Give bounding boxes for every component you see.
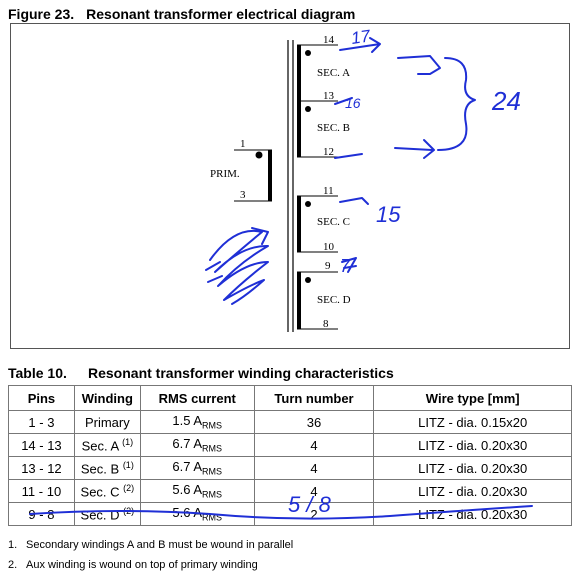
header-rms-current: RMS current	[139, 385, 255, 411]
cell-winding: Sec. D (2)	[73, 502, 141, 526]
cell-wire: LITZ - dia. 0.20x30	[373, 502, 572, 526]
cell-current: 5.6 ARMS	[139, 479, 255, 503]
cell-current: 6.7 ARMS	[139, 456, 255, 480]
hw-brace-ab	[437, 57, 476, 151]
figure-number: Figure 23.	[8, 6, 75, 22]
sec-a-pin-top: 14	[323, 34, 335, 46]
sec-c-pin-bottom: 10	[323, 241, 335, 253]
table-title: Table 10. Resonant transformer winding ch…	[8, 365, 394, 381]
hw-mark-sec-d	[341, 257, 357, 273]
cell-turns: 2	[253, 502, 375, 526]
hw-arrow-sec-a	[339, 37, 381, 53]
table-row: 11 - 10 Sec. C (2) 5.6 ARMS 4 LITZ - dia…	[8, 479, 572, 503]
cell-pins: 9 - 8	[8, 502, 75, 526]
cell-wire: LITZ - dia. 0.20x30	[373, 433, 572, 457]
hw-scribble	[205, 227, 269, 305]
cell-pins: 14 - 13	[8, 433, 75, 457]
sec-b-pin-bottom: 12	[323, 146, 334, 158]
figure-title: Figure 23. Resonant transformer electrica…	[8, 6, 355, 22]
header-turn-number: Turn number	[253, 385, 375, 411]
note-1: 1.Secondary windings A and B must be wou…	[8, 539, 294, 551]
hw-bracket-a	[397, 55, 441, 75]
sec-d-dot	[305, 277, 311, 283]
table-title-text: Resonant transformer winding characteris…	[88, 365, 394, 381]
sec-d-pin-bottom: 8	[323, 318, 329, 330]
cell-turns: 4	[253, 456, 375, 480]
cell-turns: 4	[253, 433, 375, 457]
table-row: 1 - 3 Primary 1.5 ARMS 36 LITZ - dia. 0.…	[8, 410, 572, 434]
hw-arrow-sec-c	[339, 197, 369, 205]
primary-pin-bottom: 3	[240, 189, 246, 201]
sec-c-dot	[305, 201, 311, 207]
cell-wire: LITZ - dia. 0.20x30	[373, 456, 572, 480]
cell-wire: LITZ - dia. 0.15x20	[373, 410, 572, 434]
cell-current: 1.5 ARMS	[139, 410, 255, 434]
primary-dot	[255, 151, 263, 159]
hw-label-sec-c: 15	[376, 202, 401, 227]
header-pins: Pins	[8, 385, 75, 411]
sec-d-label: SEC. D	[317, 294, 351, 306]
sec-d-pin-top: 9	[325, 260, 331, 272]
sec-b-dot	[305, 106, 311, 112]
hw-label-total: 24	[491, 86, 521, 116]
hw-label-sec-a: 17	[350, 26, 372, 48]
cell-winding: Sec. C (2)	[73, 479, 141, 503]
table-number: Table 10.	[8, 365, 67, 381]
hw-label-sec-d: 7	[340, 256, 351, 276]
hw-label-sec-b: 16	[345, 95, 361, 111]
cell-winding: Sec. A (1)	[73, 433, 141, 457]
note-2: 2.Aux winding is wound on top of primary…	[8, 559, 258, 571]
table-notes: 1.Secondary windings A and B must be wou…	[8, 535, 293, 575]
sec-c-label: SEC. C	[317, 216, 350, 228]
table-header-row: Pins Winding RMS current Turn number Wir…	[8, 385, 572, 411]
header-wire-type: Wire type [mm]	[373, 385, 572, 411]
transformer-diagram: 1 3 PRIM. 14 SEC. A 13 SEC. B 12 11 SEC.…	[205, 26, 521, 332]
sec-b-label: SEC. B	[317, 122, 350, 134]
hw-arrow-sec-b	[334, 97, 353, 105]
figure-title-text: Resonant transformer electrical diagram	[86, 6, 356, 22]
header-winding: Winding	[73, 385, 141, 411]
sec-a-label: SEC. A	[317, 67, 350, 79]
primary-label: PRIM.	[210, 168, 240, 180]
cell-turns: 4	[253, 479, 375, 503]
primary-pin-top: 1	[240, 138, 246, 150]
sec-b-pin-top: 13	[323, 90, 335, 102]
sec-a-dot	[305, 50, 311, 56]
sec-c-pin-top: 11	[323, 185, 334, 197]
cell-current: 5.6 ARMS	[139, 502, 255, 526]
cell-pins: 1 - 3	[8, 410, 75, 434]
cell-current: 6.7 ARMS	[139, 433, 255, 457]
table-row-struck: 9 - 8 Sec. D (2) 5.6 ARMS 2 LITZ - dia. …	[8, 502, 572, 526]
cell-turns: 36	[253, 410, 375, 434]
hw-arrow-sec-b2	[334, 153, 363, 159]
hw-bracket-b	[394, 139, 435, 159]
handwritten-annotations	[205, 37, 476, 305]
cell-winding: Sec. B (1)	[73, 456, 141, 480]
cell-wire: LITZ - dia. 0.20x30	[373, 479, 572, 503]
table-row: 14 - 13 Sec. A (1) 6.7 ARMS 4 LITZ - dia…	[8, 433, 572, 457]
cell-winding: Primary	[73, 410, 141, 434]
cell-pins: 11 - 10	[8, 479, 75, 503]
diagram-frame	[10, 23, 570, 349]
cell-pins: 13 - 12	[8, 456, 75, 480]
winding-table: Pins Winding RMS current Turn number Wir…	[8, 385, 572, 526]
table-row: 13 - 12 Sec. B (1) 6.7 ARMS 4 LITZ - dia…	[8, 456, 572, 480]
